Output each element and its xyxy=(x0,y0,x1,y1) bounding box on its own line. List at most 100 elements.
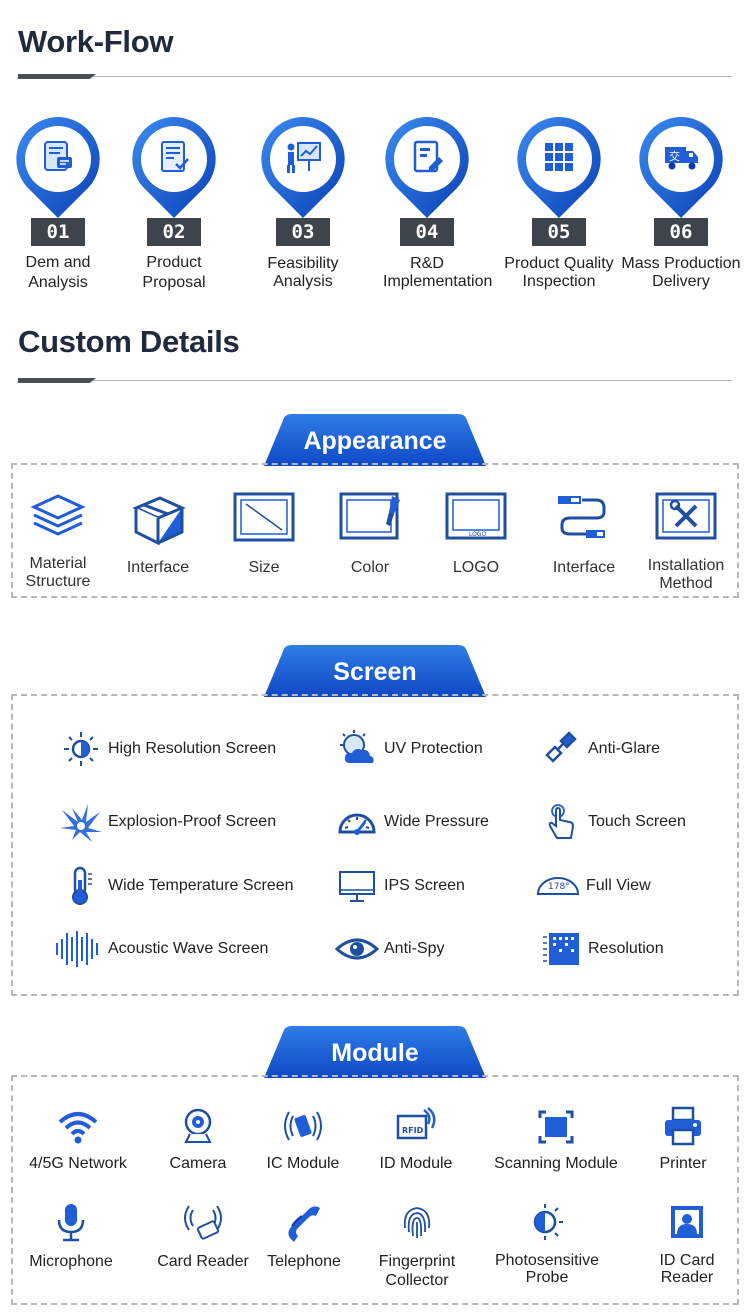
appearance-item-interface: Interface xyxy=(106,490,210,577)
screen-label: Anti-Glare xyxy=(588,740,661,757)
touch-finger-icon xyxy=(548,804,575,839)
module-item-telephone: Telephone xyxy=(239,1202,369,1271)
workflow-step-5: 05 Product Quality Inspection xyxy=(497,115,621,290)
module-label: ID Module xyxy=(379,1155,453,1172)
sound-wave-icon xyxy=(56,931,98,967)
id-card-icon xyxy=(671,1206,703,1238)
thermometer-icon xyxy=(72,866,92,905)
module-label: Fingerprint Collector xyxy=(378,1253,456,1289)
screen-panel xyxy=(11,694,739,996)
workflow-divider xyxy=(18,74,732,79)
screen-label: Wide Pressure xyxy=(384,813,489,830)
resolution-grid-icon xyxy=(543,933,579,965)
appearance-banner-label: Appearance xyxy=(303,427,447,455)
gauge-icon xyxy=(338,813,376,835)
module-label: Scanning Module xyxy=(494,1155,618,1172)
fingerprint-icon xyxy=(403,1207,431,1238)
view-angle-icon: 178° xyxy=(537,877,579,895)
module-item-printer: Printer xyxy=(618,1106,748,1173)
module-panel xyxy=(11,1075,739,1305)
step-label: Mass Production Delivery xyxy=(621,255,741,290)
workflow-title: Work-Flow xyxy=(18,24,174,59)
screen-item-resolution: Resolution xyxy=(538,929,664,969)
screen-label: Acoustic Wave Screen xyxy=(108,940,269,957)
screen-item-full-view: 178° Full View xyxy=(534,866,651,906)
step-number: 04 xyxy=(400,218,454,246)
screen-label: High Resolution Screen xyxy=(108,740,277,757)
document-chat-icon xyxy=(44,141,72,171)
step-label: Product Proposal xyxy=(142,254,206,291)
nfc-card-icon xyxy=(284,1111,322,1141)
screen-item-uv-protection: UV Protection xyxy=(334,729,483,769)
module-item-ic-module: IC Module xyxy=(238,1106,368,1173)
telephone-icon xyxy=(288,1206,320,1242)
grid-icon xyxy=(545,143,573,171)
workflow-step-1: 01 Dem and Analysis xyxy=(0,115,120,291)
document-edit-icon xyxy=(413,140,443,173)
screen-item-high-resolution: High Resolution Screen xyxy=(58,729,276,769)
checklist-icon xyxy=(161,141,189,172)
screen-item-anti-spy: Anti-Spy xyxy=(334,929,444,969)
appearance-label: Installation Method xyxy=(647,557,725,592)
eye-icon xyxy=(335,938,379,960)
layers-icon xyxy=(30,494,86,536)
appearance-item-logo: LOGO LOGO xyxy=(424,490,528,577)
webcam-icon xyxy=(184,1108,212,1143)
appearance-label: Size xyxy=(248,559,280,576)
module-banner-label: Module xyxy=(331,1039,419,1067)
wifi-icon xyxy=(58,1112,98,1144)
screen-label: IPS Screen xyxy=(384,877,465,894)
module-item-network: 4/5G Network xyxy=(13,1106,143,1173)
step-label: R&D Implementation xyxy=(383,255,493,290)
screen-item-ips: IPS Screen xyxy=(334,866,465,906)
step-number: 01 xyxy=(31,218,85,246)
appearance-label: Color xyxy=(350,559,390,576)
module-item-photosensitive: Photosensitive Probe xyxy=(476,1202,618,1286)
screen-item-explosion-proof: Explosion-Proof Screen xyxy=(58,802,276,842)
module-label: Telephone xyxy=(267,1253,341,1270)
logo-monitor-icon: LOGO xyxy=(445,492,507,540)
rfid-badge: RFID xyxy=(402,1126,424,1135)
monitor-icon xyxy=(339,871,375,902)
module-banner: Module xyxy=(262,1026,488,1078)
sun-icon xyxy=(64,732,98,766)
screen-label: Touch Screen xyxy=(588,813,686,830)
screen-label: Resolution xyxy=(588,940,664,957)
module-item-microphone: Microphone xyxy=(6,1202,136,1271)
appearance-label: LOGO xyxy=(452,559,500,576)
screen-item-wide-pressure: Wide Pressure xyxy=(334,802,489,842)
tools-icon xyxy=(655,492,717,540)
screen-item-acoustic-wave: Acoustic Wave Screen xyxy=(52,929,268,969)
paint-brush-icon xyxy=(339,492,400,540)
module-item-card-reader: Card Reader xyxy=(138,1202,268,1271)
step-number: 02 xyxy=(147,218,201,246)
screen-label: Full View xyxy=(586,877,651,894)
screen-label: UV Protection xyxy=(384,740,483,757)
explosion-icon xyxy=(60,804,102,842)
screen-item-anti-glare: Anti-Glare xyxy=(538,729,660,769)
appearance-item-color: Color xyxy=(318,490,422,577)
scan-icon xyxy=(538,1110,574,1144)
appearance-label: Material Structure xyxy=(25,555,91,590)
workflow-step-3: 03 Feasibility Analysis xyxy=(241,115,365,290)
appearance-banner: Appearance xyxy=(262,414,488,466)
size-frame-icon xyxy=(233,492,295,542)
appearance-panel xyxy=(11,463,739,598)
screen-banner: Screen xyxy=(262,645,488,697)
workflow-step-6: 交 06 Mass Production Delivery xyxy=(619,115,743,290)
appearance-item-interface-usb: Interface xyxy=(532,490,636,577)
view-angle-badge: 178° xyxy=(548,882,570,892)
custom-details-title: Custom Details xyxy=(18,324,240,359)
screen-banner-label: Screen xyxy=(333,658,417,686)
module-label: ID Card Reader xyxy=(659,1252,715,1286)
light-sensor-icon xyxy=(533,1204,563,1240)
screen-label: Anti-Spy xyxy=(384,940,445,957)
step-number: 06 xyxy=(654,218,708,246)
step-label: Dem and Analysis xyxy=(25,254,91,291)
microphone-icon xyxy=(57,1204,85,1242)
module-label: Printer xyxy=(659,1155,707,1172)
svg-text:交: 交 xyxy=(669,149,680,163)
appearance-label: Interface xyxy=(552,559,616,576)
screen-item-touch-screen: Touch Screen xyxy=(538,802,686,842)
uv-cloud-icon xyxy=(340,730,374,763)
